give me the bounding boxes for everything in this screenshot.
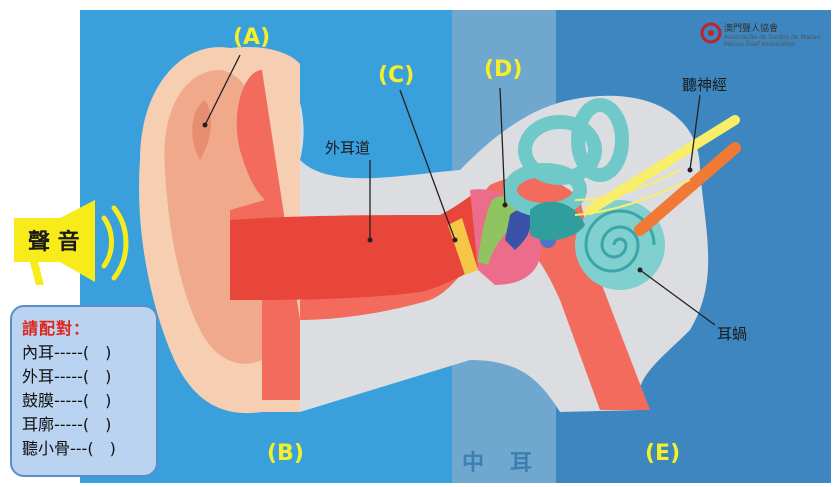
auditory-nerve-branch-b — [634, 142, 741, 236]
label-middle-ear: 中 耳 — [462, 451, 534, 476]
label-auditory-nerve: 聽神經 — [682, 76, 727, 94]
cochlea-spiral — [584, 209, 656, 273]
label-c: (C) — [378, 63, 414, 88]
matching-quiz-box: 請配對： 內耳-----( ) 外耳-----( ) 鼓膜-----( ) 耳廓… — [10, 305, 158, 477]
nerve-fibers — [574, 169, 691, 216]
association-logo: 澳門聾人協會 Associação de Surdos de Macau Mac… — [700, 22, 820, 48]
quiz-item-eardrum: 鼓膜-----( ) — [22, 391, 112, 410]
speaker-label: 聲 音 — [28, 229, 80, 255]
quiz-item-ossicles: 聽小骨---( ) — [22, 439, 116, 458]
label-ear-canal: 外耳道 — [325, 139, 370, 157]
label-e: (E) — [645, 441, 680, 466]
ear-canal — [230, 190, 495, 300]
label-d: (D) — [484, 57, 522, 82]
quiz-title: 請配對： — [22, 319, 91, 338]
label-a: (A) — [233, 25, 270, 50]
megaphone-icon — [14, 200, 129, 285]
logo-emblem-icon — [700, 22, 722, 44]
vestibule — [530, 201, 585, 241]
label-cochlea: 耳蝸 — [717, 325, 747, 343]
leader-lines — [204, 54, 716, 326]
label-b: (B) — [267, 441, 304, 466]
quiz-item-outer-ear: 外耳-----( ) — [22, 367, 112, 386]
auricle-fold — [192, 100, 212, 160]
logo-sub1: Associação de Surdos de Macau — [724, 34, 820, 41]
eardrum — [448, 218, 478, 275]
logo-name: 澳門聾人協會 — [724, 22, 778, 34]
quiz-item-auricle: 耳廓-----( ) — [22, 415, 112, 434]
logo-sub2: Macau Deaf Association — [724, 41, 796, 48]
ossicle-malleus — [478, 195, 517, 265]
leader-dots — [202, 122, 693, 273]
ossicle-incus — [505, 209, 531, 250]
ear-canal-wall — [230, 70, 650, 410]
quiz-item-inner-ear: 內耳-----( ) — [22, 343, 112, 362]
